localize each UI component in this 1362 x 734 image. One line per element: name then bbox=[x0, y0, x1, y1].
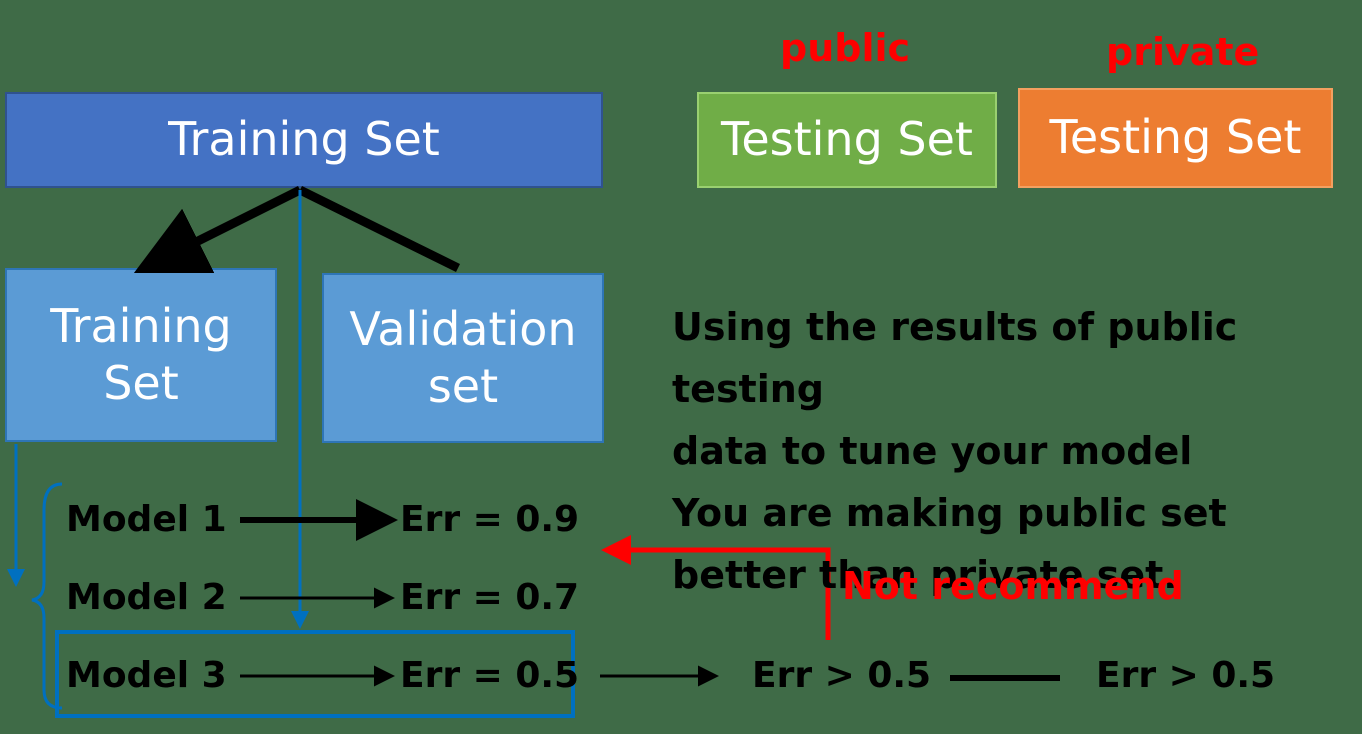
public-label: public bbox=[780, 26, 911, 70]
split-arrow-right bbox=[298, 185, 460, 273]
model3-label: Model 3 bbox=[66, 655, 227, 696]
note-line3: You are making public set bbox=[672, 491, 1227, 535]
feedback-arrow bbox=[601, 535, 831, 640]
training-set-box: Training Set bbox=[5, 92, 603, 188]
model2-err: Err = 0.7 bbox=[400, 577, 580, 618]
private-err: Err > 0.5 bbox=[1096, 655, 1276, 696]
note-line4: better than private set. bbox=[672, 553, 1178, 597]
model1-label: Model 1 bbox=[66, 499, 227, 540]
public-err: Err > 0.5 bbox=[752, 655, 932, 696]
public-testing-set-box: Testing Set bbox=[697, 92, 997, 188]
sub-training-set-box: Training Set bbox=[5, 268, 277, 442]
tuning-note: Using the results of public testing data… bbox=[672, 296, 1332, 606]
note-line1: Using the results of public testing bbox=[672, 305, 1238, 411]
split-arrow-left bbox=[133, 185, 303, 274]
validation-set-box: Validation set bbox=[322, 273, 604, 443]
model2-label: Model 2 bbox=[66, 577, 227, 618]
public-testing-set-label: Testing Set bbox=[721, 112, 973, 167]
private-testing-set-box: Testing Set bbox=[1018, 88, 1333, 188]
not-recommend-label: Not recommend bbox=[842, 564, 1184, 608]
training-set-label: Training Set bbox=[168, 112, 440, 167]
validation-line2: set bbox=[427, 359, 499, 413]
note-line2: data to tune your model bbox=[672, 429, 1193, 473]
validation-line1: Validation bbox=[349, 301, 577, 356]
model3-highlight bbox=[55, 630, 575, 718]
sub-training-line2: Set bbox=[103, 356, 179, 410]
model3-err: Err = 0.5 bbox=[400, 655, 580, 696]
private-label: private bbox=[1106, 30, 1260, 74]
sub-training-line1: Training bbox=[50, 298, 232, 353]
model-brace bbox=[31, 482, 63, 710]
model1-err: Err = 0.9 bbox=[400, 499, 580, 540]
private-testing-set-label: Testing Set bbox=[1049, 110, 1302, 165]
